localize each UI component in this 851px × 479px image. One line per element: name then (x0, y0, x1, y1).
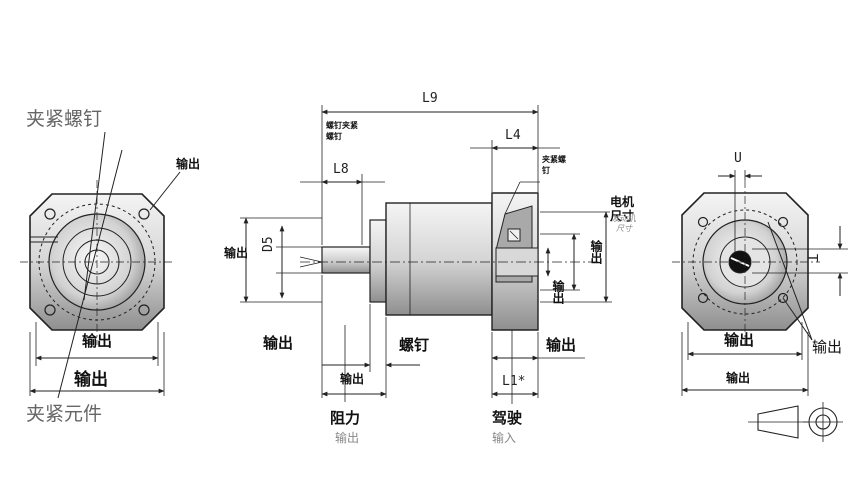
output-shaft (321, 246, 371, 274)
label-clamp-screw-small-2: 螺钉 (326, 132, 342, 141)
left-end-view (20, 131, 181, 399)
label-output-right-center: 输出 (546, 336, 577, 354)
bolt-hole (44, 304, 56, 316)
dim-L8: L8 (333, 162, 349, 177)
label-output-right-view-mid: 输出 (724, 331, 755, 349)
projection-cone-icon (757, 405, 799, 439)
label-drive-sub: 输入 (492, 431, 517, 445)
label-output-right-view-side: 输出 (812, 338, 843, 356)
bolt-hole (138, 208, 150, 220)
label-motor-size-gray-2: 尺寸 (616, 224, 632, 233)
label-clamp-screw-small-1: 螺钉夹紧 (326, 121, 358, 130)
gearbox-body (385, 202, 493, 316)
dim-L9: L9 (422, 91, 438, 106)
label-output-top: 输出 (176, 157, 201, 171)
label-motor-size-2: 尺寸 (610, 209, 635, 223)
right-end-view (672, 170, 848, 442)
dim-T: T (804, 254, 819, 262)
dim-L1: L1* (502, 374, 526, 389)
bolt-hole (777, 292, 789, 304)
label-output-right-vert-2: 输出 (551, 280, 565, 304)
label-output-bottom: 输出 (74, 370, 108, 390)
label-clamp-screw: 夹紧螺钉 (26, 108, 103, 130)
label-clamp-element: 夹紧元件 (26, 403, 103, 425)
label-output-mid: 输出 (82, 332, 113, 350)
bolt-hole (138, 304, 150, 316)
label-drive: 驾驶 (492, 409, 523, 427)
dim-U: U (734, 151, 742, 166)
label-output-right-view-bottom: 输出 (726, 371, 751, 385)
bolt-hole (777, 216, 789, 228)
bolt-hole (697, 216, 709, 228)
label-motor-size-1: 电机 (610, 195, 635, 209)
bolt-hole (44, 208, 56, 220)
label-output-center-left: 输出 (263, 334, 294, 352)
label-motor-size-gray-1: 发动机 (612, 214, 636, 223)
label-screw: 螺钉 (399, 336, 430, 354)
dim-D5: D5 (261, 236, 276, 252)
label-clamp-screw-right-2: 钉 (542, 166, 550, 175)
bolt-hole (697, 292, 709, 304)
shaft-shoulder (369, 219, 387, 303)
label-clamp-screw-right-1: 夹紧螺 (542, 155, 566, 164)
label-resistance: 阻力 (330, 409, 361, 427)
label-output-side-left: 输出 (224, 246, 249, 260)
label-output-right-vert-1: 输出 (589, 240, 603, 264)
dim-L4: L4 (505, 128, 521, 143)
label-output-center-bottom: 输出 (340, 372, 365, 386)
side-view (240, 105, 612, 404)
label-resistance-sub: 输出 (335, 431, 360, 445)
